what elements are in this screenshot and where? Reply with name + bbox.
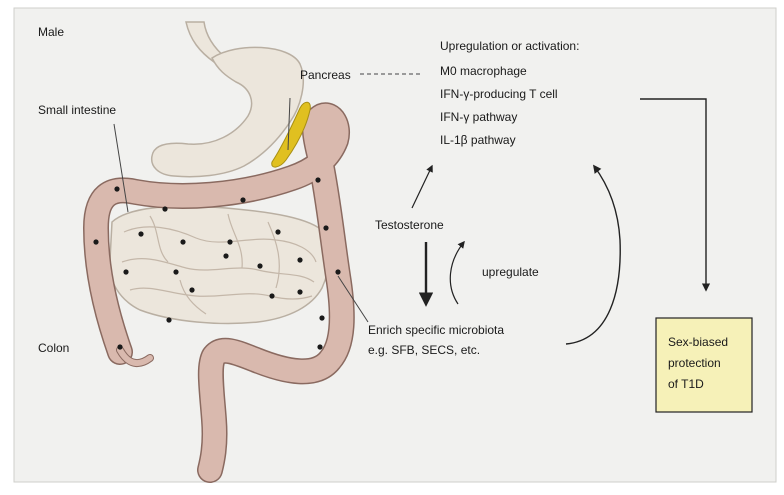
microbiota-dot bbox=[240, 197, 245, 202]
microbiota-dot bbox=[257, 263, 262, 268]
microbiota-dot bbox=[189, 287, 194, 292]
microbiota-dot bbox=[162, 206, 167, 211]
microbiota-dot bbox=[317, 344, 322, 349]
microbiota-dot bbox=[138, 231, 143, 236]
microbiota-dot bbox=[93, 239, 98, 244]
microbiota-dot bbox=[123, 269, 128, 274]
small-intestine-label: Small intestine bbox=[38, 103, 116, 117]
small-intestine bbox=[110, 206, 330, 323]
microbiota-dot bbox=[269, 293, 274, 298]
upregulation-item: M0 macrophage bbox=[440, 64, 527, 78]
microbiota-dot bbox=[173, 269, 178, 274]
microbiota-dot bbox=[297, 257, 302, 262]
outcome-line-3: of T1D bbox=[668, 377, 704, 391]
microbiota-dot bbox=[166, 317, 171, 322]
outcome-line-1: Sex-biased bbox=[668, 335, 728, 349]
microbiota-dot bbox=[223, 253, 228, 258]
microbiota-dot bbox=[114, 186, 119, 191]
microbiota-dot bbox=[335, 269, 340, 274]
microbiota-dot bbox=[227, 239, 232, 244]
pancreas-label: Pancreas bbox=[300, 68, 351, 82]
microbiota-dot bbox=[319, 315, 324, 320]
upregulate-label: upregulate bbox=[482, 265, 539, 279]
microbiota-dot bbox=[117, 344, 122, 349]
upregulation-item: IL-1β pathway bbox=[440, 133, 516, 147]
testosterone-label: Testosterone bbox=[375, 218, 444, 232]
colon-label: Colon bbox=[38, 341, 69, 355]
microbiota-dot bbox=[315, 177, 320, 182]
upregulation-item: IFN-γ-producing T cell bbox=[440, 87, 558, 101]
microbiota-dot bbox=[275, 229, 280, 234]
sex-label: Male bbox=[38, 25, 64, 39]
microbiota-dot bbox=[297, 289, 302, 294]
upregulation-heading: Upregulation or activation: bbox=[440, 39, 579, 53]
microbiota-line-1: Enrich specific microbiota bbox=[368, 323, 504, 337]
small-intestine-mass bbox=[110, 206, 330, 323]
microbiota-dot bbox=[180, 239, 185, 244]
microbiota-dot bbox=[323, 225, 328, 230]
upregulation-item: IFN-γ pathway bbox=[440, 110, 517, 124]
microbiota-line-2: e.g. SFB, SECS, etc. bbox=[368, 343, 480, 357]
outcome-line-2: protection bbox=[668, 356, 721, 370]
